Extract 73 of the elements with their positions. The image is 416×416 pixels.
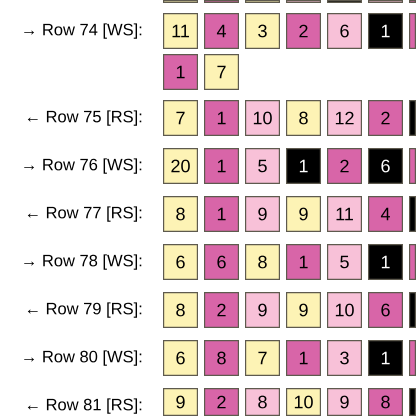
stitch-count-box: 1 (286, 148, 321, 184)
stitch-count-box: 6 (368, 292, 403, 328)
color-block (368, 0, 403, 3)
stitch-count-box: 10 (286, 388, 321, 416)
stitch-count-box: 11 (327, 196, 362, 232)
stitch-count-box: 6 (163, 340, 198, 376)
stitch-count-box: 1 (204, 100, 239, 136)
stitch-count-box: 1 (368, 13, 403, 49)
color-block (409, 340, 416, 376)
color-block (409, 196, 416, 232)
color-block (409, 388, 416, 416)
color-block (409, 0, 416, 3)
color-block (204, 0, 239, 3)
row-label: → Row 78 [WS]: (24, 254, 142, 270)
stitch-count-box: 10 (245, 100, 280, 136)
stitch-count-box: 8 (163, 292, 198, 328)
stitch-count-box: 1 (368, 244, 403, 280)
color-block (327, 0, 362, 3)
stitch-count-box: 1 (286, 340, 321, 376)
stitch-count-box: 6 (368, 148, 403, 184)
stitch-count-box: 9 (286, 292, 321, 328)
row-label: → Row 76 [WS]: (24, 158, 142, 174)
stitch-count-box: 3 (327, 340, 362, 376)
color-block (409, 100, 416, 136)
stitch-count-box: 1 (204, 148, 239, 184)
stitch-count-box: 1 (368, 340, 403, 376)
stitch-count-box: 12 (327, 100, 362, 136)
stitch-count-box: 8 (286, 100, 321, 136)
row-label: ← Row 81 [RS]: (28, 398, 142, 414)
color-block (409, 292, 416, 328)
stitch-count-box: 9 (245, 196, 280, 232)
stitch-count-box: 7 (204, 54, 239, 90)
color-block (245, 0, 280, 3)
stitch-count-box: 1 (163, 54, 198, 90)
stitch-count-box: 2 (204, 292, 239, 328)
stitch-count-box: 8 (245, 388, 280, 416)
stitch-count-box: 7 (245, 340, 280, 376)
color-block (163, 0, 198, 3)
color-block (286, 0, 321, 3)
row-label: ← Row 77 [RS]: (28, 206, 142, 222)
stitch-count-box: 9 (327, 388, 362, 416)
stitch-count-box: 9 (286, 196, 321, 232)
stitch-count-box: 2 (204, 388, 239, 416)
stitch-count-box: 5 (327, 244, 362, 280)
stitch-count-box: 20 (163, 148, 198, 184)
color-block (409, 13, 416, 49)
stitch-count-box: 5 (245, 148, 280, 184)
stitch-count-box: 2 (368, 100, 403, 136)
stitch-count-box: 2 (286, 13, 321, 49)
stitch-count-box: 6 (327, 13, 362, 49)
stitch-count-box: 2 (327, 148, 362, 184)
color-block (409, 148, 416, 184)
stitch-count-box: 6 (204, 244, 239, 280)
stitch-count-box: 4 (368, 196, 403, 232)
stitch-count-box: 8 (204, 340, 239, 376)
stitch-count-box: 3 (245, 13, 280, 49)
stitch-count-box: 7 (163, 100, 198, 136)
stitch-count-box: 6 (163, 244, 198, 280)
row-label: → Row 80 [WS]: (24, 350, 142, 366)
color-block (409, 244, 416, 280)
stitch-count-box: 9 (245, 292, 280, 328)
stitch-count-box: 1 (286, 244, 321, 280)
stitch-count-box: 8 (368, 388, 403, 416)
stitch-count-box: 9 (163, 388, 198, 416)
stitch-count-box: 4 (204, 13, 239, 49)
stitch-count-box: 1 (204, 196, 239, 232)
stitch-count-box: 10 (327, 292, 362, 328)
row-label: ← Row 79 [RS]: (28, 302, 142, 318)
stitch-count-box: 11 (163, 13, 198, 49)
stitch-count-box: 8 (245, 244, 280, 280)
row-label: → Row 74 [WS]: (24, 23, 142, 39)
row-label: ← Row 75 [RS]: (28, 110, 142, 126)
stitch-count-box: 8 (163, 196, 198, 232)
